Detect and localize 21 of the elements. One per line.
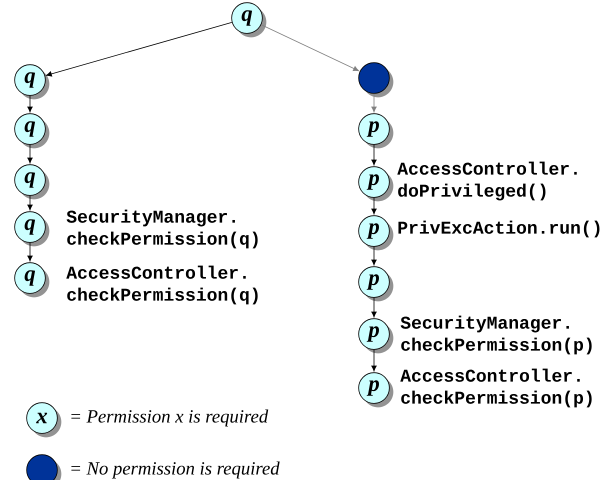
method-call-text: SecurityManager. checkPermission(q) xyxy=(66,210,258,248)
arrow xyxy=(371,349,377,372)
method-call-text: AccessController. checkPermission(p) xyxy=(400,368,592,408)
method-call-text: AccessController. checkPermission(q) xyxy=(66,266,258,304)
arrow xyxy=(371,93,377,112)
method-call-text: AccessController. doPrivileged() xyxy=(397,162,577,200)
arrow xyxy=(27,95,33,112)
arrow xyxy=(27,195,33,210)
arrow xyxy=(46,22,232,76)
arrow xyxy=(27,144,33,164)
arrow xyxy=(371,297,377,318)
arrow xyxy=(27,242,33,262)
method-call-text: SecurityManager. checkPermission(p) xyxy=(400,316,592,354)
legend-text: = Permission x is required xyxy=(71,410,268,426)
method-call-text: PrivExcAction.run() xyxy=(398,220,600,238)
permission-circle xyxy=(358,62,394,98)
arrow xyxy=(260,24,359,72)
legend-text: = No permission is required xyxy=(71,462,280,478)
arrow xyxy=(371,144,377,166)
arrow xyxy=(371,197,377,214)
arrow xyxy=(371,246,377,266)
